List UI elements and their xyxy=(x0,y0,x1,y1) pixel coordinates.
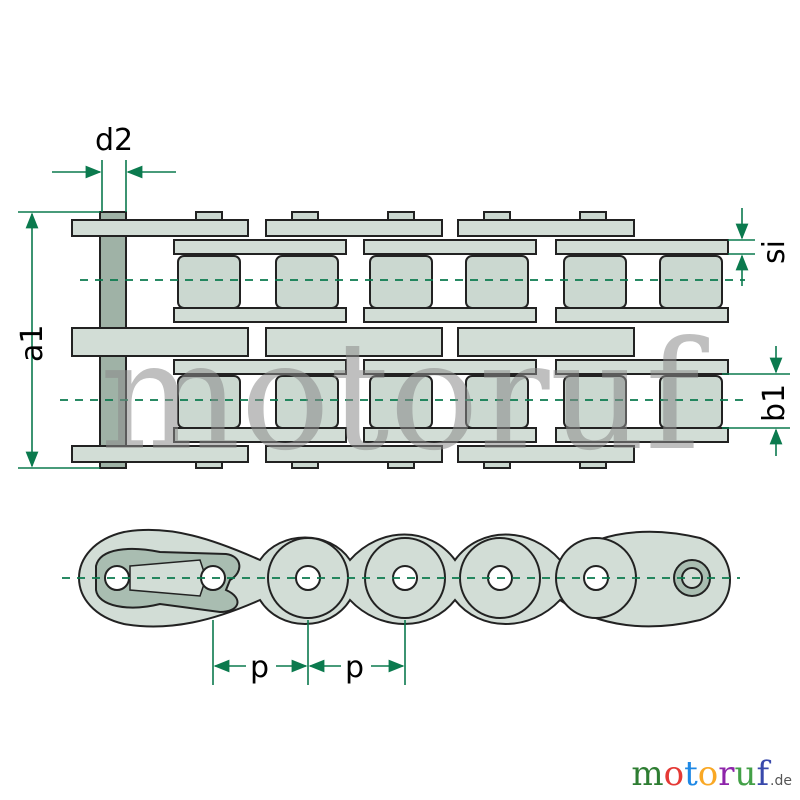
brand-letter: m xyxy=(631,754,664,794)
inner-plates-row2-top xyxy=(173,359,729,375)
inner-plates-row1-bottom xyxy=(173,307,729,323)
brand-logo: motoruf.de xyxy=(631,754,792,794)
chain-top-view xyxy=(60,211,745,469)
inner-plates-row2-bottom xyxy=(173,427,729,443)
brand-letter: u xyxy=(734,754,757,794)
watermark: motoruf xyxy=(100,310,709,484)
chain-side-view xyxy=(62,528,740,628)
brand-suffix: .de xyxy=(770,773,792,789)
brand-letter: o xyxy=(697,754,719,794)
label-d2: d2 xyxy=(95,123,133,158)
label-si: si xyxy=(757,240,792,264)
brand-letter: f xyxy=(756,754,770,794)
dimension-b1: b1 xyxy=(722,346,792,456)
label-p-1: p xyxy=(250,650,269,685)
rollers-row1 xyxy=(177,255,723,309)
rollers-row2 xyxy=(177,375,723,429)
label-b1: b1 xyxy=(757,384,792,422)
brand-letter: t xyxy=(684,754,698,794)
brand-letter: o xyxy=(663,754,685,794)
brand-letter: r xyxy=(718,754,735,794)
dimension-a1: a1 xyxy=(15,211,100,469)
dimension-pitch: p p xyxy=(212,620,406,685)
label-a1: a1 xyxy=(15,325,50,362)
inner-plates-row1-top xyxy=(173,239,729,255)
dimension-d2: d2 xyxy=(52,123,176,212)
dimension-si: si xyxy=(728,208,792,286)
outer-plates-top xyxy=(71,219,635,237)
label-p-2: p xyxy=(345,650,364,685)
outer-plates-bottom xyxy=(71,445,635,463)
middle-plates xyxy=(71,327,635,357)
